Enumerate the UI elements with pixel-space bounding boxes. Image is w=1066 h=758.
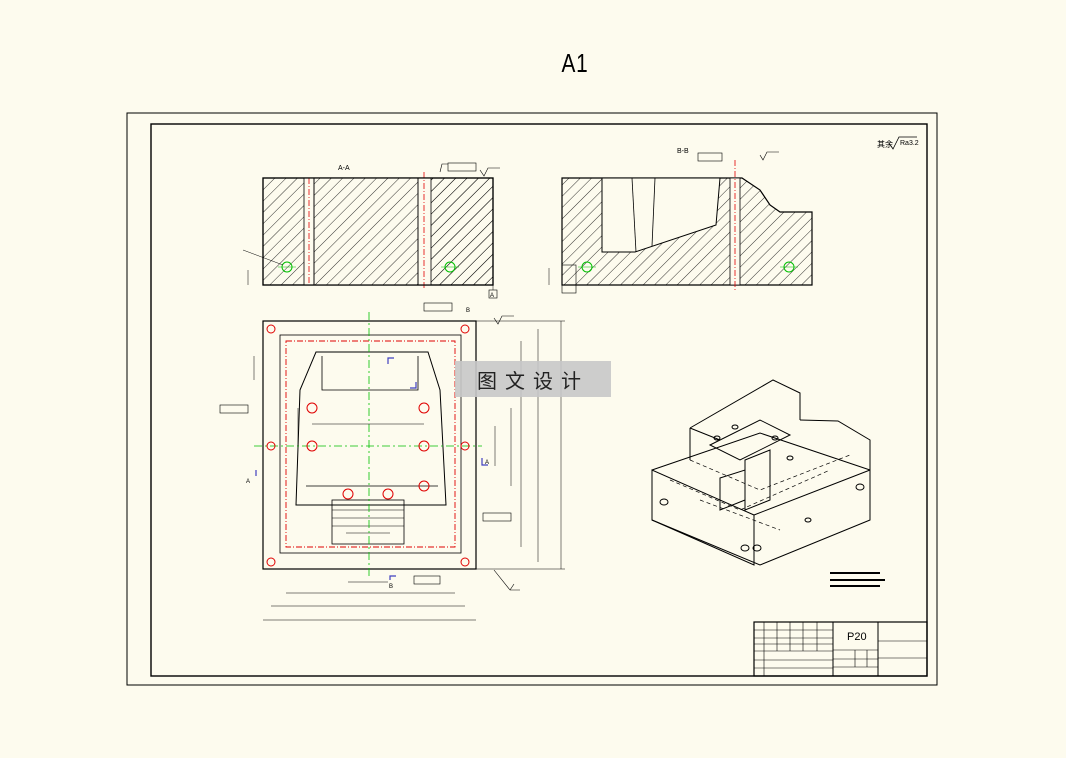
- title-block: [753, 621, 928, 677]
- svg-text:A: A: [246, 479, 250, 485]
- inner-border: [150, 123, 928, 677]
- technical-notes: [830, 572, 885, 587]
- section-a-a-label: A-A: [338, 165, 350, 172]
- material-label: P20: [847, 631, 867, 643]
- plan-view: A A B B: [219, 302, 565, 621]
- roughness-note: 其余 Ra3.2: [877, 136, 919, 150]
- svg-text:其余: 其余: [877, 139, 893, 149]
- watermark-banner: 图文设计: [455, 361, 611, 397]
- section-b-b-view: B-B: [548, 148, 813, 294]
- outer-border: [126, 112, 938, 686]
- isometric-view: [651, 379, 871, 566]
- svg-text:A: A: [490, 293, 494, 299]
- svg-text:A: A: [485, 460, 489, 466]
- sheet-size-label: A1: [561, 48, 589, 78]
- svg-text:B: B: [466, 308, 470, 314]
- section-a-a-view: A-A A: [242, 162, 500, 299]
- svg-text:Ra3.2: Ra3.2: [900, 140, 919, 147]
- section-b-b-label: B-B: [677, 148, 689, 155]
- svg-text:B: B: [389, 584, 393, 590]
